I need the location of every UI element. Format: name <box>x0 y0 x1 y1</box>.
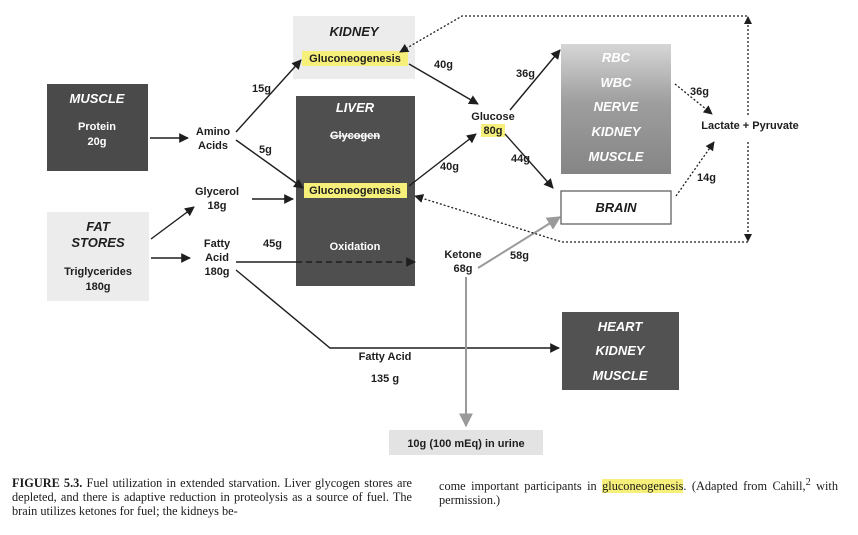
tissue-kidney: KIDNEY <box>591 124 641 139</box>
kidney-box: KIDNEY Gluconeogenesis <box>293 16 415 79</box>
heart-group-kidney-label: KIDNEY <box>595 343 645 358</box>
fat-stores-title-1: FAT <box>86 219 111 234</box>
fatty-acid-amount: 180g <box>204 266 229 278</box>
kidney-title: KIDNEY <box>329 24 379 39</box>
liver-gluconeogenesis-label: Gluconeogenesis <box>309 185 401 197</box>
fatty-acid-label-1: Fatty <box>204 238 231 250</box>
liver-box: LIVER Glycogen Gluconeogenesis Oxidation <box>296 96 415 286</box>
urine-label: 10g (100 mEq) in urine <box>407 438 524 450</box>
urine-box: 10g (100 mEq) in urine <box>389 430 543 455</box>
flow-tissues-to-lactate: 36g <box>690 86 709 98</box>
kidney-gluconeogenesis-label: Gluconeogenesis <box>309 53 401 65</box>
arrow-glucose-to-brain <box>504 133 554 189</box>
ketone-amount: 68g <box>454 263 473 275</box>
flow-brain-to-lactate: 14g <box>697 172 716 184</box>
tissue-nerve: NERVE <box>594 99 639 114</box>
caption-text-right-2: . (Adapted from Cahill, <box>683 479 806 494</box>
fatty-acid-label-2: Acid <box>205 252 229 264</box>
brain-title: BRAIN <box>595 200 637 215</box>
arrow-glucose-to-tissues <box>509 49 561 111</box>
arrow-fat-to-glycerol <box>150 206 195 240</box>
arrow-amino-to-kidney <box>235 59 302 133</box>
liver-highlight <box>304 183 407 198</box>
arrow-fatty-acid-to-heart <box>235 269 560 353</box>
caption-text-right-1: come important participants in <box>439 479 597 494</box>
glucose-highlight <box>481 124 505 137</box>
glucose-label: Glucose <box>471 111 514 123</box>
arrow-liver-to-glucose <box>408 133 477 187</box>
kidney-highlight <box>302 51 408 66</box>
flow-fatty-acid-to-liver: 45g <box>263 238 282 250</box>
flow-amino-to-kidney: 15g <box>252 83 271 95</box>
figure-caption-right: come important participants in gluconeog… <box>439 476 838 507</box>
arrow-amino-to-liver <box>235 139 304 189</box>
glucose-amount: 80g <box>484 125 503 137</box>
caption-highlight-gluconeogenesis: gluconeogenesis <box>602 479 684 494</box>
arrow-lactate-to-kidney <box>399 15 749 115</box>
figure-label: FIGURE 5.3. <box>12 476 83 490</box>
glycerol-amount: 18g <box>208 200 227 212</box>
caption-text-right-3: with permission.) <box>439 479 838 508</box>
muscle-protein-label: Protein <box>78 121 116 133</box>
fatty-acid-flow-label: Fatty Acid <box>359 351 412 363</box>
arrow-lactate-to-liver <box>414 142 749 243</box>
amino-acids-label-1: Amino <box>196 126 231 138</box>
arrowhead-lactate-down <box>744 234 752 242</box>
triglycerides-amount: 180g <box>85 281 110 293</box>
flow-kidney-to-glucose: 40g <box>434 59 453 71</box>
flow-amino-to-liver: 5g <box>259 144 272 156</box>
caption-reference: 2 <box>805 477 811 488</box>
caption-text-left: Fuel utilization in extended starvation.… <box>12 476 412 518</box>
heart-group-box: HEART KIDNEY MUSCLE <box>562 312 679 390</box>
fuel-utilization-diagram: KIDNEY Gluconeogenesis MUSCLE Protein 20… <box>47 15 799 455</box>
tissue-wbc: WBC <box>600 75 632 90</box>
flow-glucose-to-tissues: 36g <box>516 68 535 80</box>
liver-title: LIVER <box>336 100 375 115</box>
muscle-protein-amount: 20g <box>88 136 107 148</box>
flow-ketone-to-brain: 58g <box>510 250 529 262</box>
fatty-acid-flow-amount: 135 g <box>371 373 399 385</box>
tissue-muscle: MUSCLE <box>589 149 644 164</box>
flow-liver-to-glucose: 40g <box>440 161 459 173</box>
arrowhead-lactate-up <box>744 16 752 24</box>
tissues-box: RBC WBC NERVE KIDNEY MUSCLE <box>561 44 671 174</box>
brain-box: BRAIN <box>560 190 672 225</box>
tissue-rbc: RBC <box>602 50 631 65</box>
muscle-box: MUSCLE Protein 20g <box>47 84 148 171</box>
liver-oxidation-label: Oxidation <box>330 241 381 253</box>
muscle-title: MUSCLE <box>70 91 125 106</box>
heart-group-muscle-label: MUSCLE <box>593 368 648 383</box>
arrow-kidney-to-glucose <box>408 63 479 105</box>
arrow-ketone-to-brain <box>477 216 562 269</box>
heart-label: HEART <box>598 319 644 334</box>
glycerol-label: Glycerol <box>195 186 239 198</box>
liver-glycogen-label: Glycogen <box>330 130 380 142</box>
ketone-label: Ketone <box>444 249 481 261</box>
amino-acids-label-2: Acids <box>198 140 228 152</box>
figure-caption-left: FIGURE 5.3. Fuel utilization in extended… <box>12 476 412 518</box>
fat-stores-title-2: STORES <box>71 235 125 250</box>
lactate-pyruvate-label: Lactate + Pyruvate <box>701 120 799 132</box>
fat-stores-box: FAT STORES Triglycerides 180g <box>47 212 149 301</box>
arrow-brain-to-lactate <box>675 141 715 197</box>
triglycerides-label: Triglycerides <box>64 266 132 278</box>
